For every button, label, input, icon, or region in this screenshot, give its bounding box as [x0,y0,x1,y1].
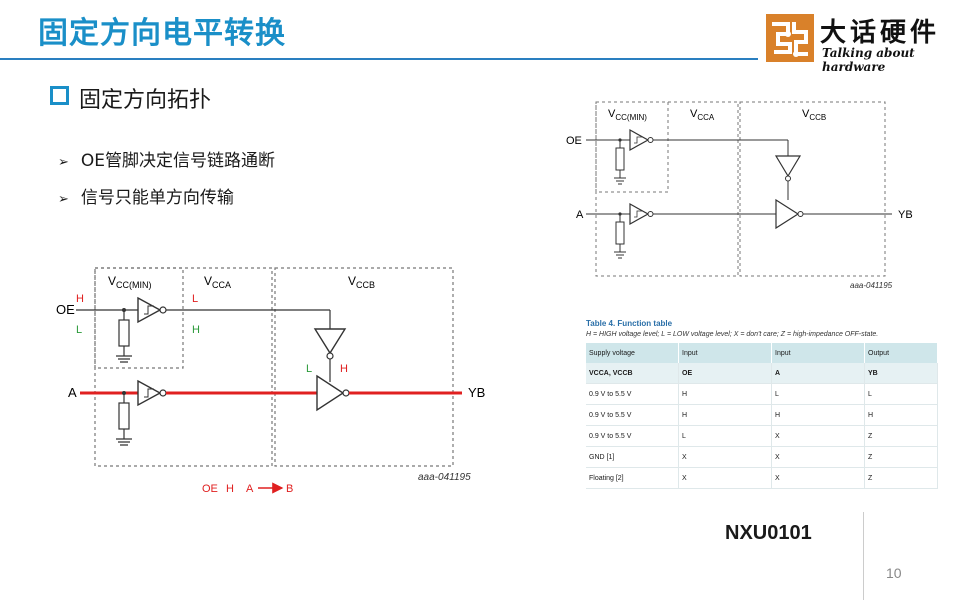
pin-label-a: A [68,385,77,400]
pin-label-oe: OE [56,302,75,317]
title-underline [0,58,758,60]
table-header: Input [771,343,865,363]
section-heading-text: 固定方向拓扑 [79,88,212,113]
figure-ref: aaa-041195 [418,472,471,483]
domain-label: VCCB [802,108,826,122]
figure-ref: aaa-041195 [850,281,893,290]
table-header: Output [864,343,938,363]
table-caption: H = HIGH voltage level; L = LOW voltage … [586,331,879,338]
arrow-bullet-icon: ➢ [58,155,69,170]
arrow-bullet-icon: ➢ [58,192,69,207]
slide-title: 固定方向电平转换 [38,16,286,51]
tristate-buffer [316,374,345,412]
schematic-reference: VCC(MIN) VCCA VCCB OE A YB aaa-041195 [566,101,913,290]
svg-text:B: B [286,483,293,495]
level-label: H [192,324,200,336]
bullet-item: ➢ OE管脚决定信号链路通断 [58,146,275,171]
table-header: Input [678,343,772,363]
svg-text:H: H [226,483,234,495]
svg-text:A: A [246,483,254,495]
pin-label-a: A [576,209,584,221]
bullet-item: ➢ 信号只能单方向传输 [58,183,234,208]
level-label: L [76,324,82,336]
table-subheader: A [771,363,865,384]
truth-table: Supply voltage Input Input Output VCCA, … [586,343,938,489]
level-label: H [340,363,348,375]
level-label: L [306,363,312,375]
pin-label-yb: YB [468,385,485,400]
section-heading: 固定方向拓扑 [50,82,211,114]
table-subheader: YB [864,363,938,384]
enable-inverter [313,328,347,355]
domain-label: VCCA [690,108,715,122]
domain-label: VCC(MIN) [608,108,647,122]
function-table: Table 4. Function table H = HIGH voltage… [586,319,938,489]
domain-box-ccb [274,267,454,467]
footer-divider [863,512,864,600]
svg-text:OE: OE [202,483,218,495]
bullet-text: 信号只能单方向传输 [80,188,234,208]
table-title: Table 4. Function table [586,319,673,328]
domain-label: VCCB [348,274,375,290]
logo-mark-icon [766,14,814,62]
schematic-annotated: VCC(MIN) VCCA VCCB OE H L L H L H A YB a… [56,267,485,495]
table-subheader: VCCA, VCCB [586,363,679,384]
domain-label: VCC(MIN) [108,274,152,290]
signal-flow-note: OE H A B [202,482,293,495]
square-bullet-icon [50,86,69,105]
pin-label-oe: OE [566,135,582,147]
part-number: NXU0101 [725,522,812,544]
table-subheader: OE [678,363,772,384]
page-number: 10 [886,565,902,581]
bullet-text: OE管脚决定信号链路通断 [80,151,276,171]
level-label: H [76,293,84,305]
table-header: Supply voltage [586,343,679,363]
pin-label-yb: YB [898,209,913,221]
domain-label: VCCA [204,274,231,290]
schmitt-buffer-oe [137,296,162,324]
brand-logo: 大话硬件 Talking about hardware [766,10,956,74]
level-label: L [192,293,198,305]
logo-english-text: Talking about hardware [822,46,915,74]
schmitt-buffer-a [137,379,162,407]
domain-box-cca [94,267,273,467]
logo-chinese-text: 大话硬件 [820,18,941,48]
